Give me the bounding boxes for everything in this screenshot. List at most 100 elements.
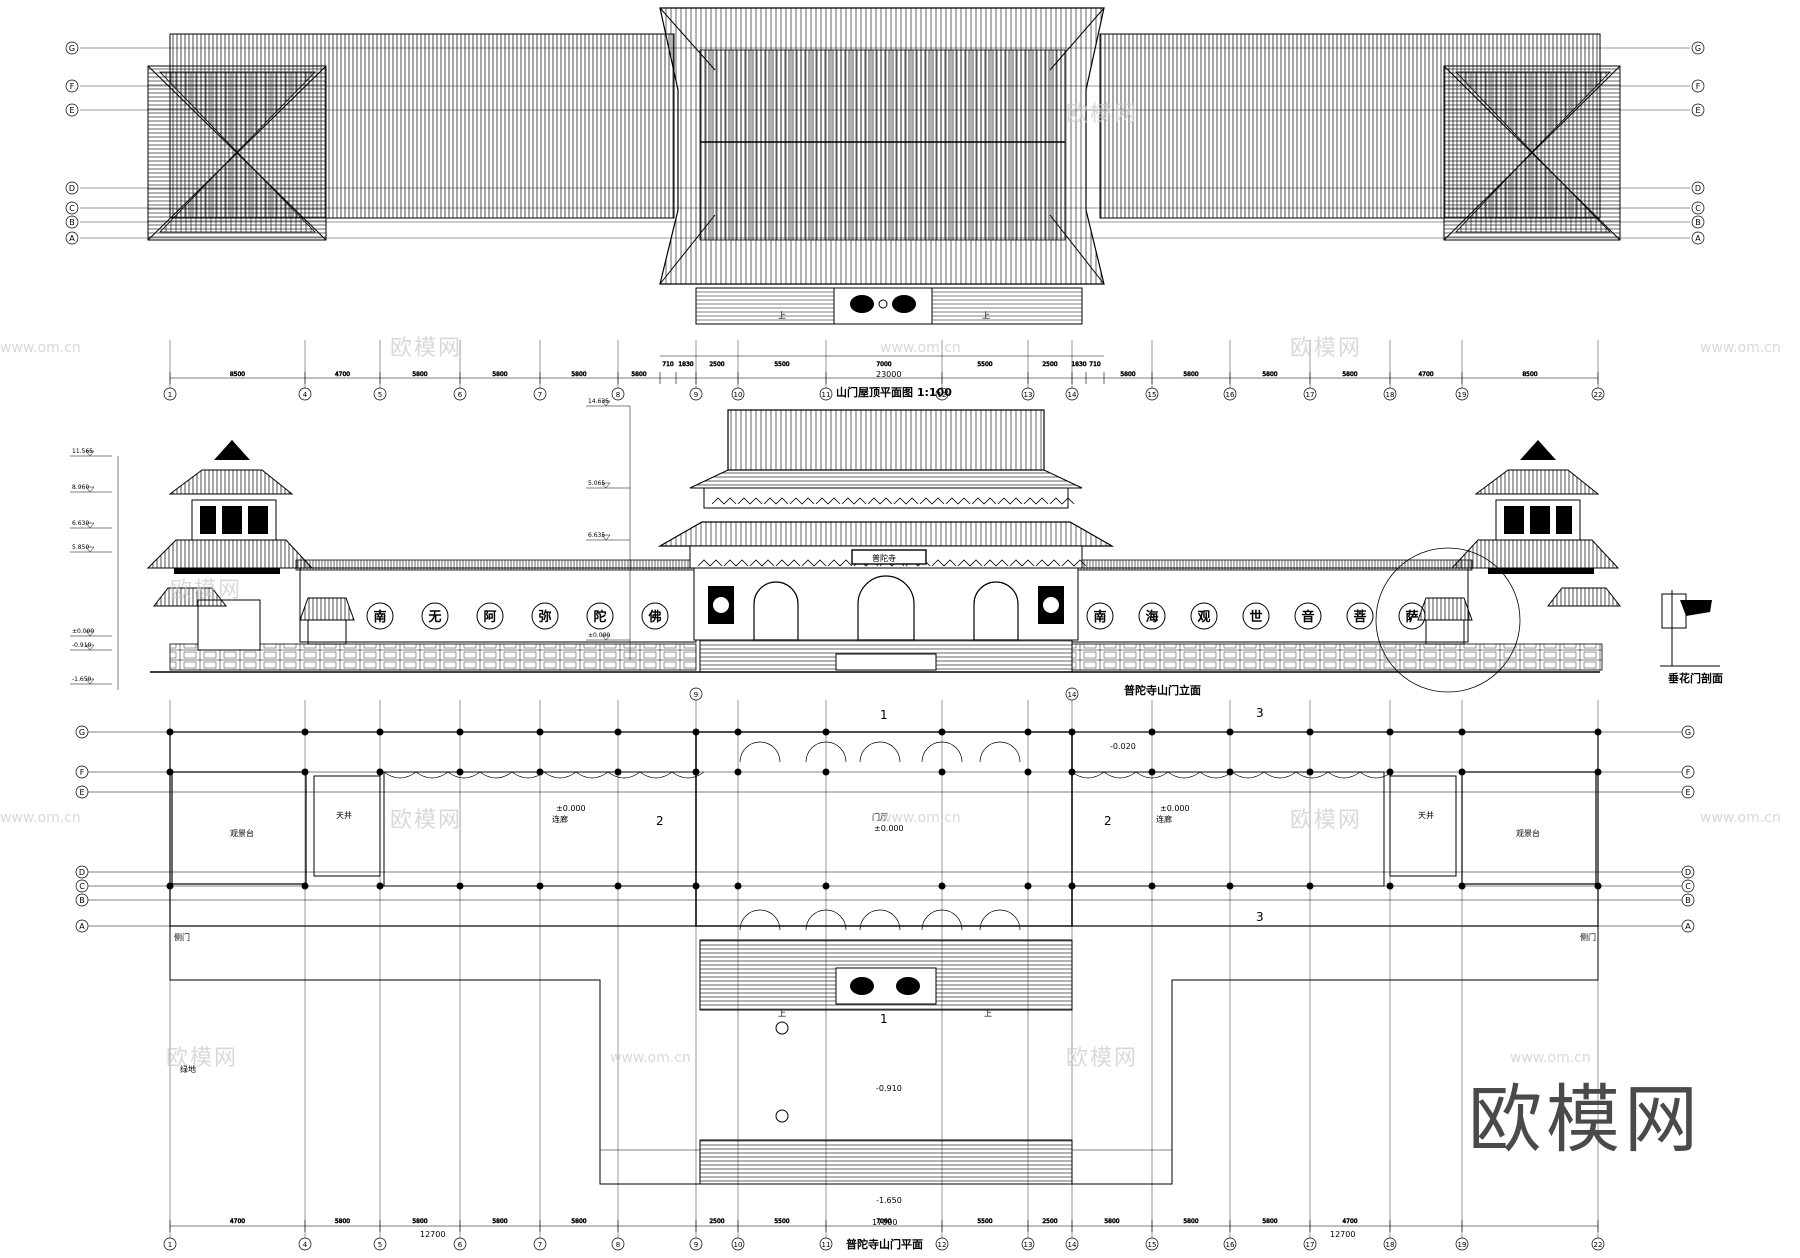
axis-bubble — [1303, 387, 1317, 401]
axis-bubble-label: 1 — [168, 391, 172, 399]
inscription-left-char: 南 — [373, 609, 386, 625]
roof-dim-text: 8500 — [1522, 371, 1537, 378]
lattice-arc — [383, 771, 417, 779]
room-label-corridor-left: 连廊 — [552, 815, 568, 824]
door-swing — [921, 741, 943, 763]
roof-dim-text: 5800 — [631, 371, 646, 378]
section-mark-1-top: 1 — [880, 708, 888, 722]
lattice-arc — [415, 771, 449, 779]
ground-plan-title: 普陀寺山门平面 — [846, 1238, 923, 1251]
axis-bubble — [1065, 387, 1079, 401]
door-swing — [825, 909, 847, 931]
roof-dim-text: 710 — [662, 361, 674, 368]
axis-bubble-label: D — [1685, 868, 1691, 877]
plan-column — [822, 882, 830, 890]
level-marker — [601, 400, 611, 407]
axis-bubble-label: 8 — [616, 1241, 620, 1249]
door-swing — [999, 741, 1021, 763]
level-text: 5.850 — [72, 544, 89, 551]
watermark-url-2: www.om.cn — [880, 340, 961, 356]
axis-bubble — [65, 181, 79, 195]
bracket-set — [893, 497, 919, 505]
door-swing — [879, 909, 901, 931]
plan-level-1: -0.020 — [1110, 742, 1136, 751]
inscription-left-char: 无 — [427, 610, 441, 625]
axis-bubble — [65, 201, 79, 215]
door-swing — [879, 741, 901, 763]
bracket-set — [997, 497, 1023, 505]
watermark-url-7: www.om.cn — [610, 1050, 691, 1066]
axis-bubble — [298, 387, 312, 401]
inscription-left-circle — [421, 602, 449, 630]
bracket-set — [1009, 559, 1035, 567]
level-text: 6.635 — [588, 532, 605, 539]
plan-column — [166, 768, 174, 776]
bracket-set — [711, 497, 737, 505]
plan-column — [536, 728, 544, 736]
roof-dim-text: 1830 — [1071, 361, 1086, 368]
axis-bubble — [1303, 1237, 1317, 1251]
bracket-set — [1061, 559, 1087, 567]
roof-dim-text: 8500 — [230, 371, 245, 378]
bracket-set — [815, 497, 841, 505]
axis-bubble-label: 13 — [1024, 1241, 1033, 1249]
roof-dim-text: 710 — [1089, 361, 1101, 368]
plan-column — [1386, 728, 1394, 736]
elevation: 南无阿弥陀佛 南海观世音菩萨 — [70, 398, 1720, 693]
axis-bubble — [533, 387, 547, 401]
axis-bubble — [1021, 1237, 1035, 1251]
section-mark-3-top: 3 — [1256, 706, 1264, 720]
axis-bubble-label: 8 — [616, 391, 620, 399]
plan-dim-text: 4700 — [1342, 1218, 1357, 1225]
inscription-left-circle — [586, 602, 614, 630]
plan-column — [301, 728, 309, 736]
axis-bubble-label: B — [79, 896, 85, 905]
axis-bubble — [1681, 765, 1695, 779]
axis-bubble — [75, 879, 89, 893]
plan-column — [614, 768, 622, 776]
door-swing — [805, 741, 827, 763]
plan-column — [1024, 728, 1032, 736]
axis-bubble — [1591, 1237, 1605, 1251]
roof-right-hip — [1443, 65, 1621, 241]
plan-level-5: -0.910 — [876, 1084, 902, 1093]
axis-bubble — [1691, 231, 1705, 245]
plan-column — [536, 882, 544, 890]
axis-bubble-label: A — [79, 922, 85, 931]
axis-bubble-label: B — [1685, 896, 1691, 905]
axis-bubble — [935, 387, 949, 401]
axis-bubble — [1681, 785, 1695, 799]
lattice-arc — [511, 771, 545, 779]
plan-column — [692, 882, 700, 890]
door-swing — [921, 909, 943, 931]
plan-level-4: ±0.000 — [1160, 804, 1190, 813]
level-text: -0.910 — [72, 642, 92, 649]
inscription-right-circle — [1346, 602, 1374, 630]
inscription-right-char: 南 — [1093, 609, 1106, 625]
lattice-arc — [447, 771, 481, 779]
room-label-viewing-right: 观景台 — [1516, 829, 1540, 838]
bracket-set — [931, 559, 957, 567]
plan-dim-text: 5800 — [335, 1218, 350, 1225]
lattice-arc — [1103, 771, 1137, 779]
inscription-right-char: 菩 — [1353, 609, 1366, 625]
lattice-arc — [671, 771, 705, 779]
axis-bubble — [935, 1237, 949, 1251]
lattice-arc — [1199, 771, 1233, 779]
axis-bubble — [163, 387, 177, 401]
axis-bubble — [533, 1237, 547, 1251]
axis-bubble — [65, 41, 79, 55]
axis-bubble-label: F — [1686, 768, 1691, 777]
axis-bubble-label: B — [69, 218, 75, 227]
axis-bubble-label: D — [69, 184, 75, 193]
roof-dim-text: 1830 — [678, 361, 693, 368]
roof-left-hip — [147, 65, 327, 241]
plan-column — [1024, 768, 1032, 776]
plan-column — [938, 768, 946, 776]
room-label-side-door-right: 侧门 — [1580, 933, 1596, 942]
axis-bubble-label: F — [1696, 82, 1701, 91]
plan-dim-text: 4700 — [230, 1218, 245, 1225]
axis-bubble — [1145, 1237, 1159, 1251]
watermark-2: 欧模网 — [1290, 336, 1363, 361]
plan-column — [1458, 768, 1466, 776]
